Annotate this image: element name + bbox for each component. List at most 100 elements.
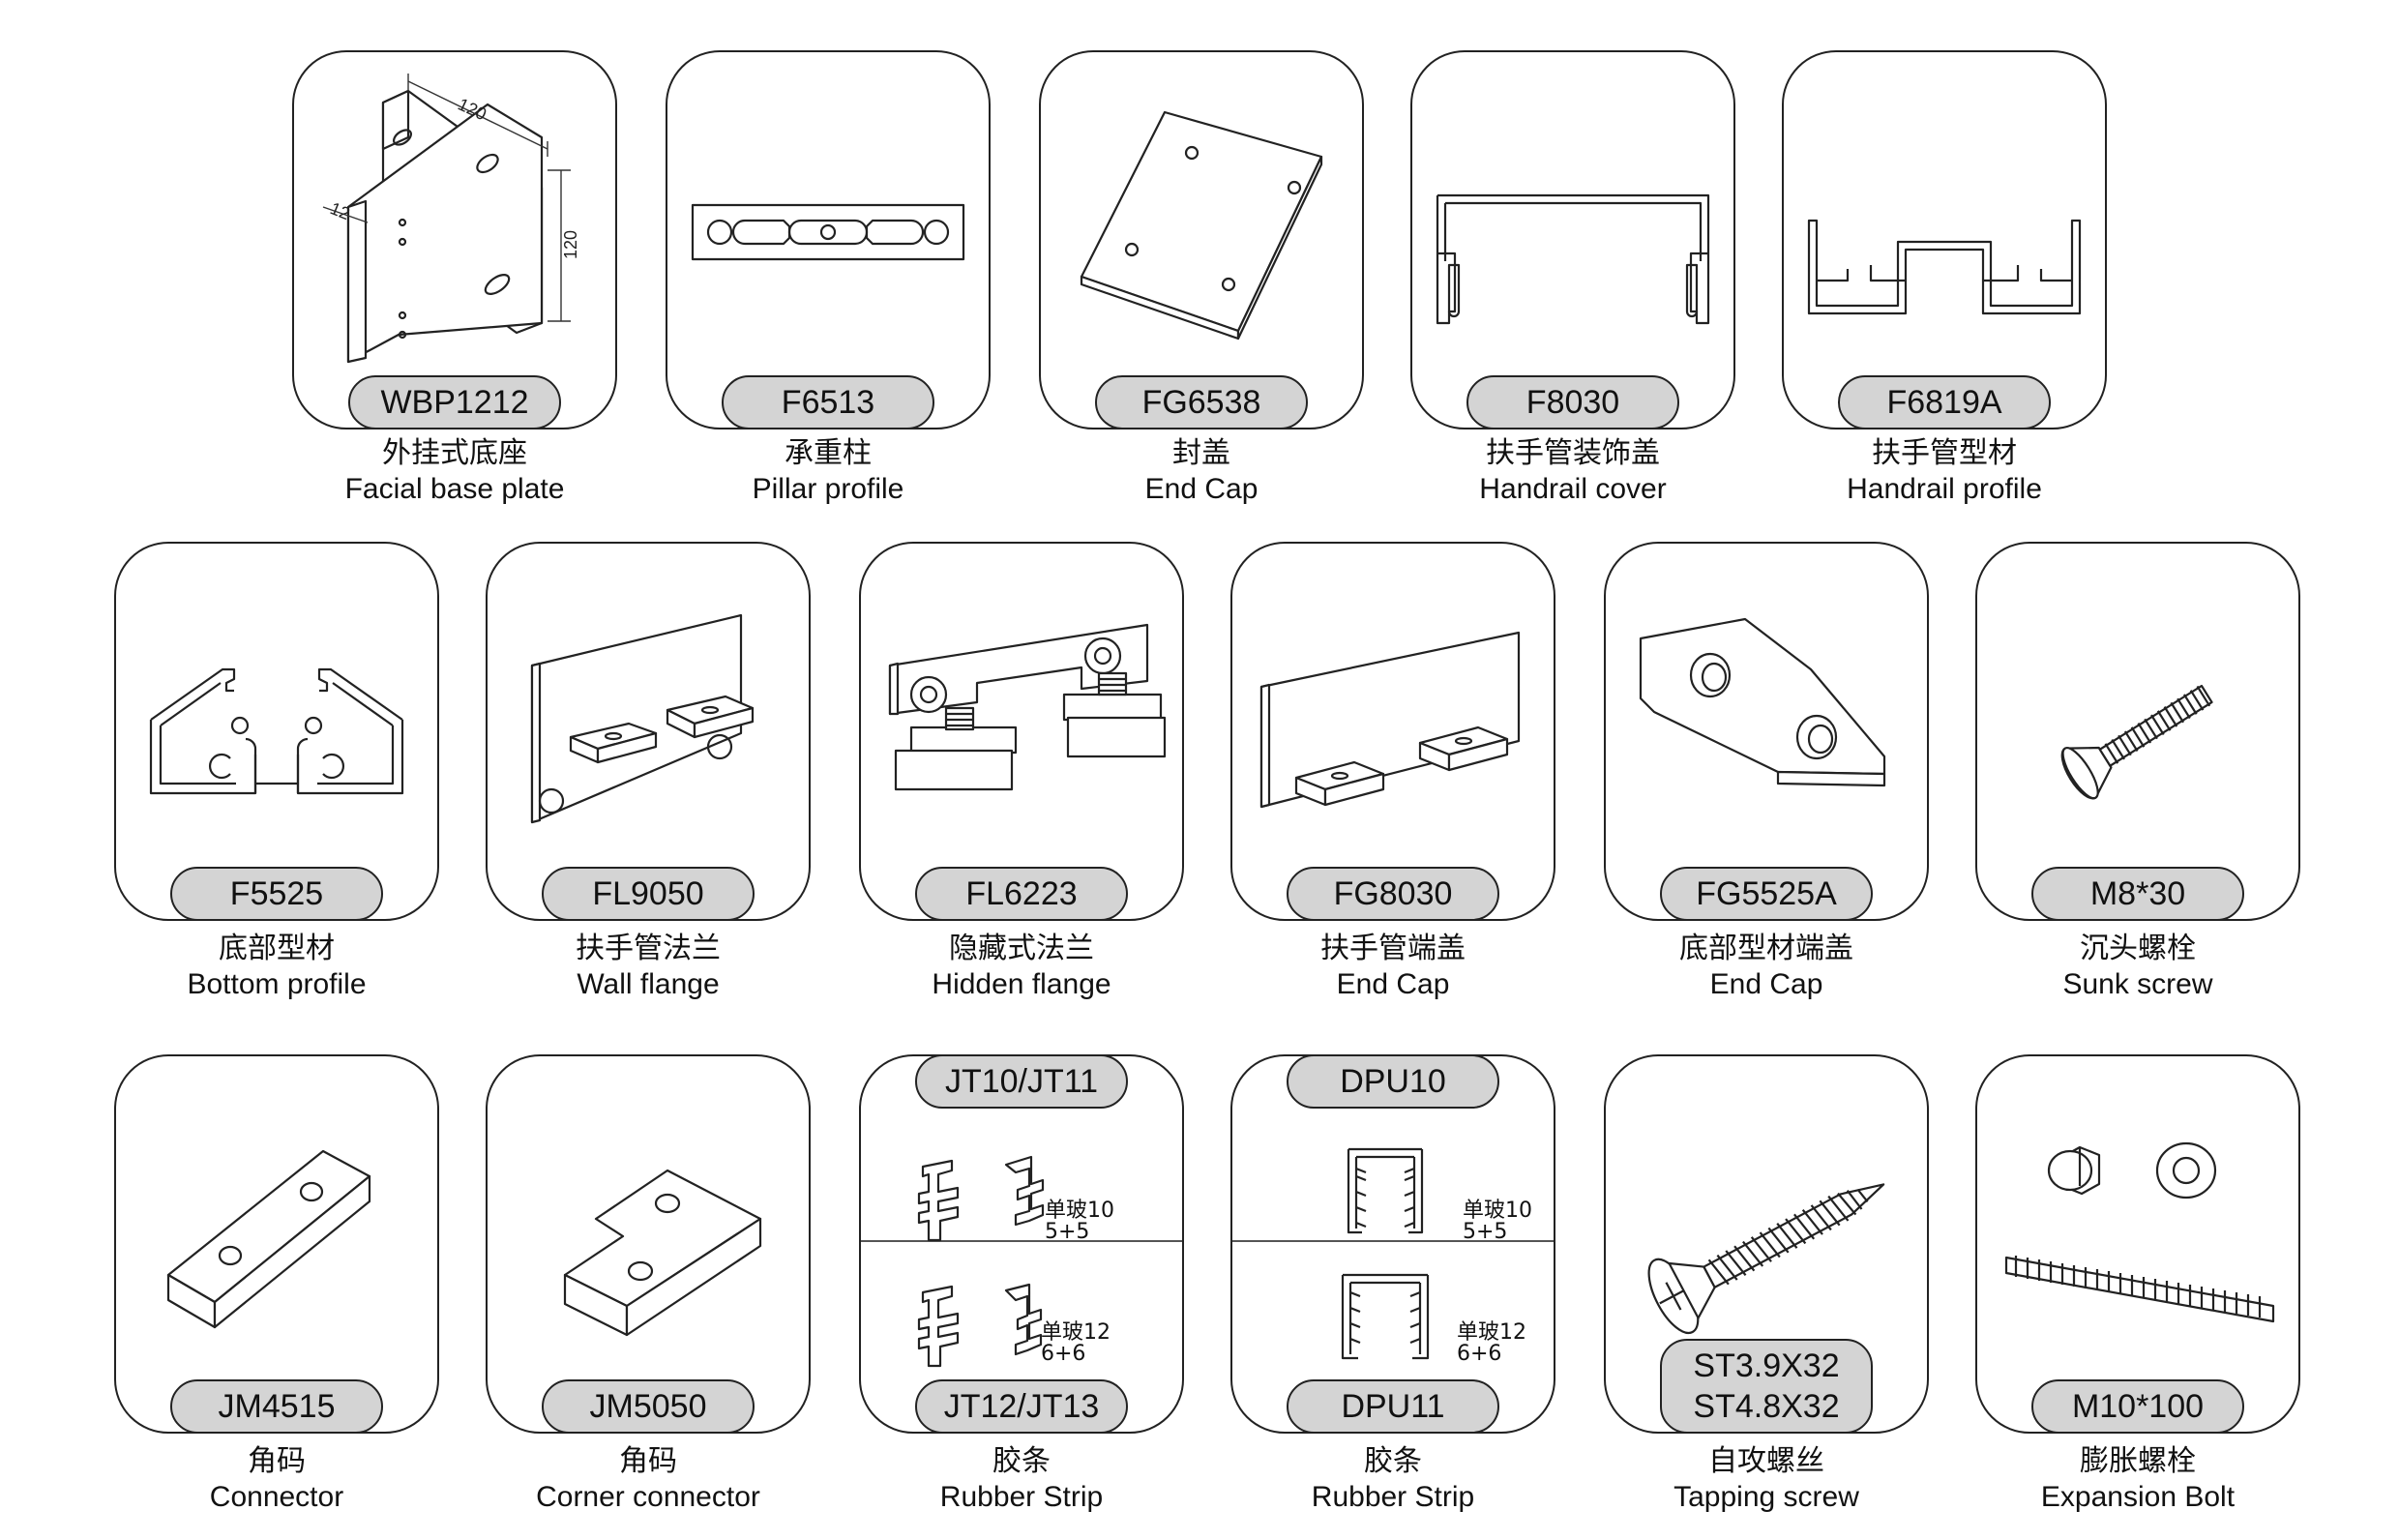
caption-en: Tapping screw (1673, 1481, 1859, 1513)
tapping-screw-icon (1647, 1183, 1885, 1335)
handrail-cover-icon (1436, 193, 1710, 325)
caption-zh: 外挂式底座 (382, 436, 527, 470)
product-caption: 扶手管法兰 Wall flange (455, 931, 842, 1002)
product-code-badge: F6819A (1838, 375, 2051, 428)
product-code-badge-bottom: JT12/JT13 (915, 1379, 1128, 1432)
caption-en: End Cap (1709, 968, 1823, 1000)
strip-note-top-2: 5+5 (1463, 1220, 1507, 1244)
strip-note-top-1: 单玻10 (1045, 1199, 1114, 1223)
caption-zh: 角码 (619, 1444, 677, 1478)
caption-zh: 隐藏式法兰 (949, 932, 1094, 965)
caption-zh: 承重柱 (785, 436, 872, 470)
product-code-badge: FL6223 (915, 867, 1128, 919)
caption-zh: 胶条 (1364, 1444, 1422, 1478)
caption-zh: 膨胀螺栓 (2080, 1444, 2196, 1478)
product-caption: 扶手管装饰盖 Handrail cover (1379, 435, 1766, 507)
product-card-wbp1212: 120 120 12 WBP1212 (292, 50, 617, 429)
caption-zh: 封盖 (1172, 436, 1230, 470)
caption-zh: 扶手管法兰 (576, 932, 721, 965)
product-caption: 隐藏式法兰 Hidden flange (828, 931, 1215, 1002)
product-card-f8030: F8030 (1410, 50, 1735, 429)
product-code-line-2: ST4.8X32 (1693, 1388, 1840, 1425)
product-card-jm5050: JM5050 (486, 1054, 811, 1434)
rubber-strip-jt-icon: 单玻10 5+5 单玻12 6+6 (917, 1155, 1114, 1368)
bottom-profile-icon (149, 667, 404, 795)
product-card-f6513: F6513 (666, 50, 991, 429)
product-caption: 封盖 End Cap (1008, 435, 1395, 507)
caption-en: Connector (209, 1481, 344, 1513)
caption-zh: 扶手管型材 (1872, 436, 2017, 470)
end-cap-plate-icon (1080, 110, 1323, 341)
product-code-badge: JM5050 (542, 1379, 755, 1432)
product-code-badge: FG6538 (1095, 375, 1308, 428)
product-caption: 外挂式底座 Facial base plate (261, 435, 648, 507)
product-code-badge: M8*30 (2031, 867, 2244, 919)
product-caption: 自攻螺丝 Tapping screw (1573, 1443, 1960, 1515)
product-caption: 承重柱 Pillar profile (635, 435, 1022, 507)
corner-connector-icon (563, 1169, 762, 1337)
product-caption: 扶手管端盖 End Cap (1200, 931, 1586, 1002)
product-code-badge: FG5525A (1660, 867, 1873, 919)
product-card-m10x100: M10*100 (1975, 1054, 2300, 1434)
product-card-jm4515: JM4515 (114, 1054, 439, 1434)
strip-note-bottom-1: 单玻12 (1041, 1320, 1111, 1345)
product-caption: 胶条 Rubber Strip (1200, 1443, 1586, 1515)
product-card-rubber-strip-dpu: DPU10 单玻10 5+5 单玻12 6+6 DPU11 (1230, 1054, 1555, 1434)
caption-en: End Cap (1336, 968, 1450, 1000)
caption-zh: 沉头螺栓 (2080, 932, 2196, 965)
product-caption: 底部型材端盖 End Cap (1573, 931, 1960, 1002)
strip-note-bottom-2: 6+6 (1457, 1342, 1501, 1366)
wall-flange-icon (530, 613, 755, 824)
caption-zh: 自攻螺丝 (1708, 1444, 1824, 1478)
strip-note-top-2: 5+5 (1045, 1220, 1089, 1244)
caption-zh: 底部型材 (219, 932, 335, 965)
caption-en: Handrail cover (1479, 473, 1667, 505)
rubber-strip-dpu-icon: 单玻10 5+5 单玻12 6+6 (1341, 1147, 1532, 1366)
product-code-badge: JM4515 (170, 1379, 383, 1432)
section-divider (1232, 1240, 1554, 1242)
product-code-badge: WBP1212 (348, 375, 561, 428)
strip-note-top-1: 单玻10 (1463, 1199, 1532, 1223)
caption-en: Sunk screw (2062, 968, 2213, 1000)
product-card-f6819a: F6819A (1782, 50, 2107, 429)
product-code-badge: FL9050 (542, 867, 755, 919)
product-code-badge: FG8030 (1287, 867, 1499, 919)
hidden-flange-icon (888, 623, 1167, 791)
bottom-end-cap-icon (1639, 617, 1886, 787)
product-card-fg5525a: FG5525A (1604, 542, 1929, 921)
connector-icon (166, 1149, 371, 1329)
strip-note-bottom-2: 6+6 (1041, 1342, 1085, 1366)
dim-height-label: 120 (561, 230, 580, 259)
product-caption: 胶条 Rubber Strip (828, 1443, 1215, 1515)
strip-note-bottom-1: 单玻12 (1457, 1320, 1526, 1345)
caption-zh: 扶手管装饰盖 (1486, 436, 1660, 470)
product-card-fg8030: FG8030 (1230, 542, 1555, 921)
caption-zh: 胶条 (992, 1444, 1051, 1478)
caption-en: Bottom profile (187, 968, 367, 1000)
product-caption: 底部型材 Bottom profile (83, 931, 470, 1002)
caption-en: Expansion Bolt (2040, 1481, 2236, 1513)
caption-en: Rubber Strip (939, 1481, 1104, 1513)
product-code-badge: ST3.9X32 ST4.8X32 (1660, 1339, 1873, 1432)
handrail-end-cap-icon (1259, 631, 1521, 809)
pillar-profile-icon (691, 203, 965, 261)
product-card-fg6538: FG6538 (1039, 50, 1364, 429)
caption-en: Hidden flange (932, 968, 1111, 1000)
section-divider (861, 1240, 1182, 1242)
facial-base-plate-icon: 120 120 12 (322, 74, 580, 364)
product-caption: 膨胀螺栓 Expansion Bolt (1944, 1443, 2331, 1515)
handrail-profile-icon (1807, 219, 2082, 315)
product-card-tapping-screw: ST3.9X32 ST4.8X32 (1604, 1054, 1929, 1434)
product-caption: 角码 Connector (83, 1443, 470, 1515)
product-caption: 角码 Corner connector (455, 1443, 842, 1515)
caption-en: Wall flange (577, 968, 720, 1000)
product-card-m8x30: M8*30 (1975, 542, 2300, 921)
product-card-fl6223: FL6223 (859, 542, 1184, 921)
caption-en: Corner connector (536, 1481, 760, 1513)
product-code-badge-bottom: DPU11 (1287, 1379, 1499, 1432)
product-code-badge: F6513 (722, 375, 934, 428)
caption-zh: 扶手管端盖 (1320, 932, 1466, 965)
product-card-fl9050: FL9050 (486, 542, 811, 921)
caption-en: Rubber Strip (1311, 1481, 1475, 1513)
product-card-f5525: F5525 (114, 542, 439, 921)
